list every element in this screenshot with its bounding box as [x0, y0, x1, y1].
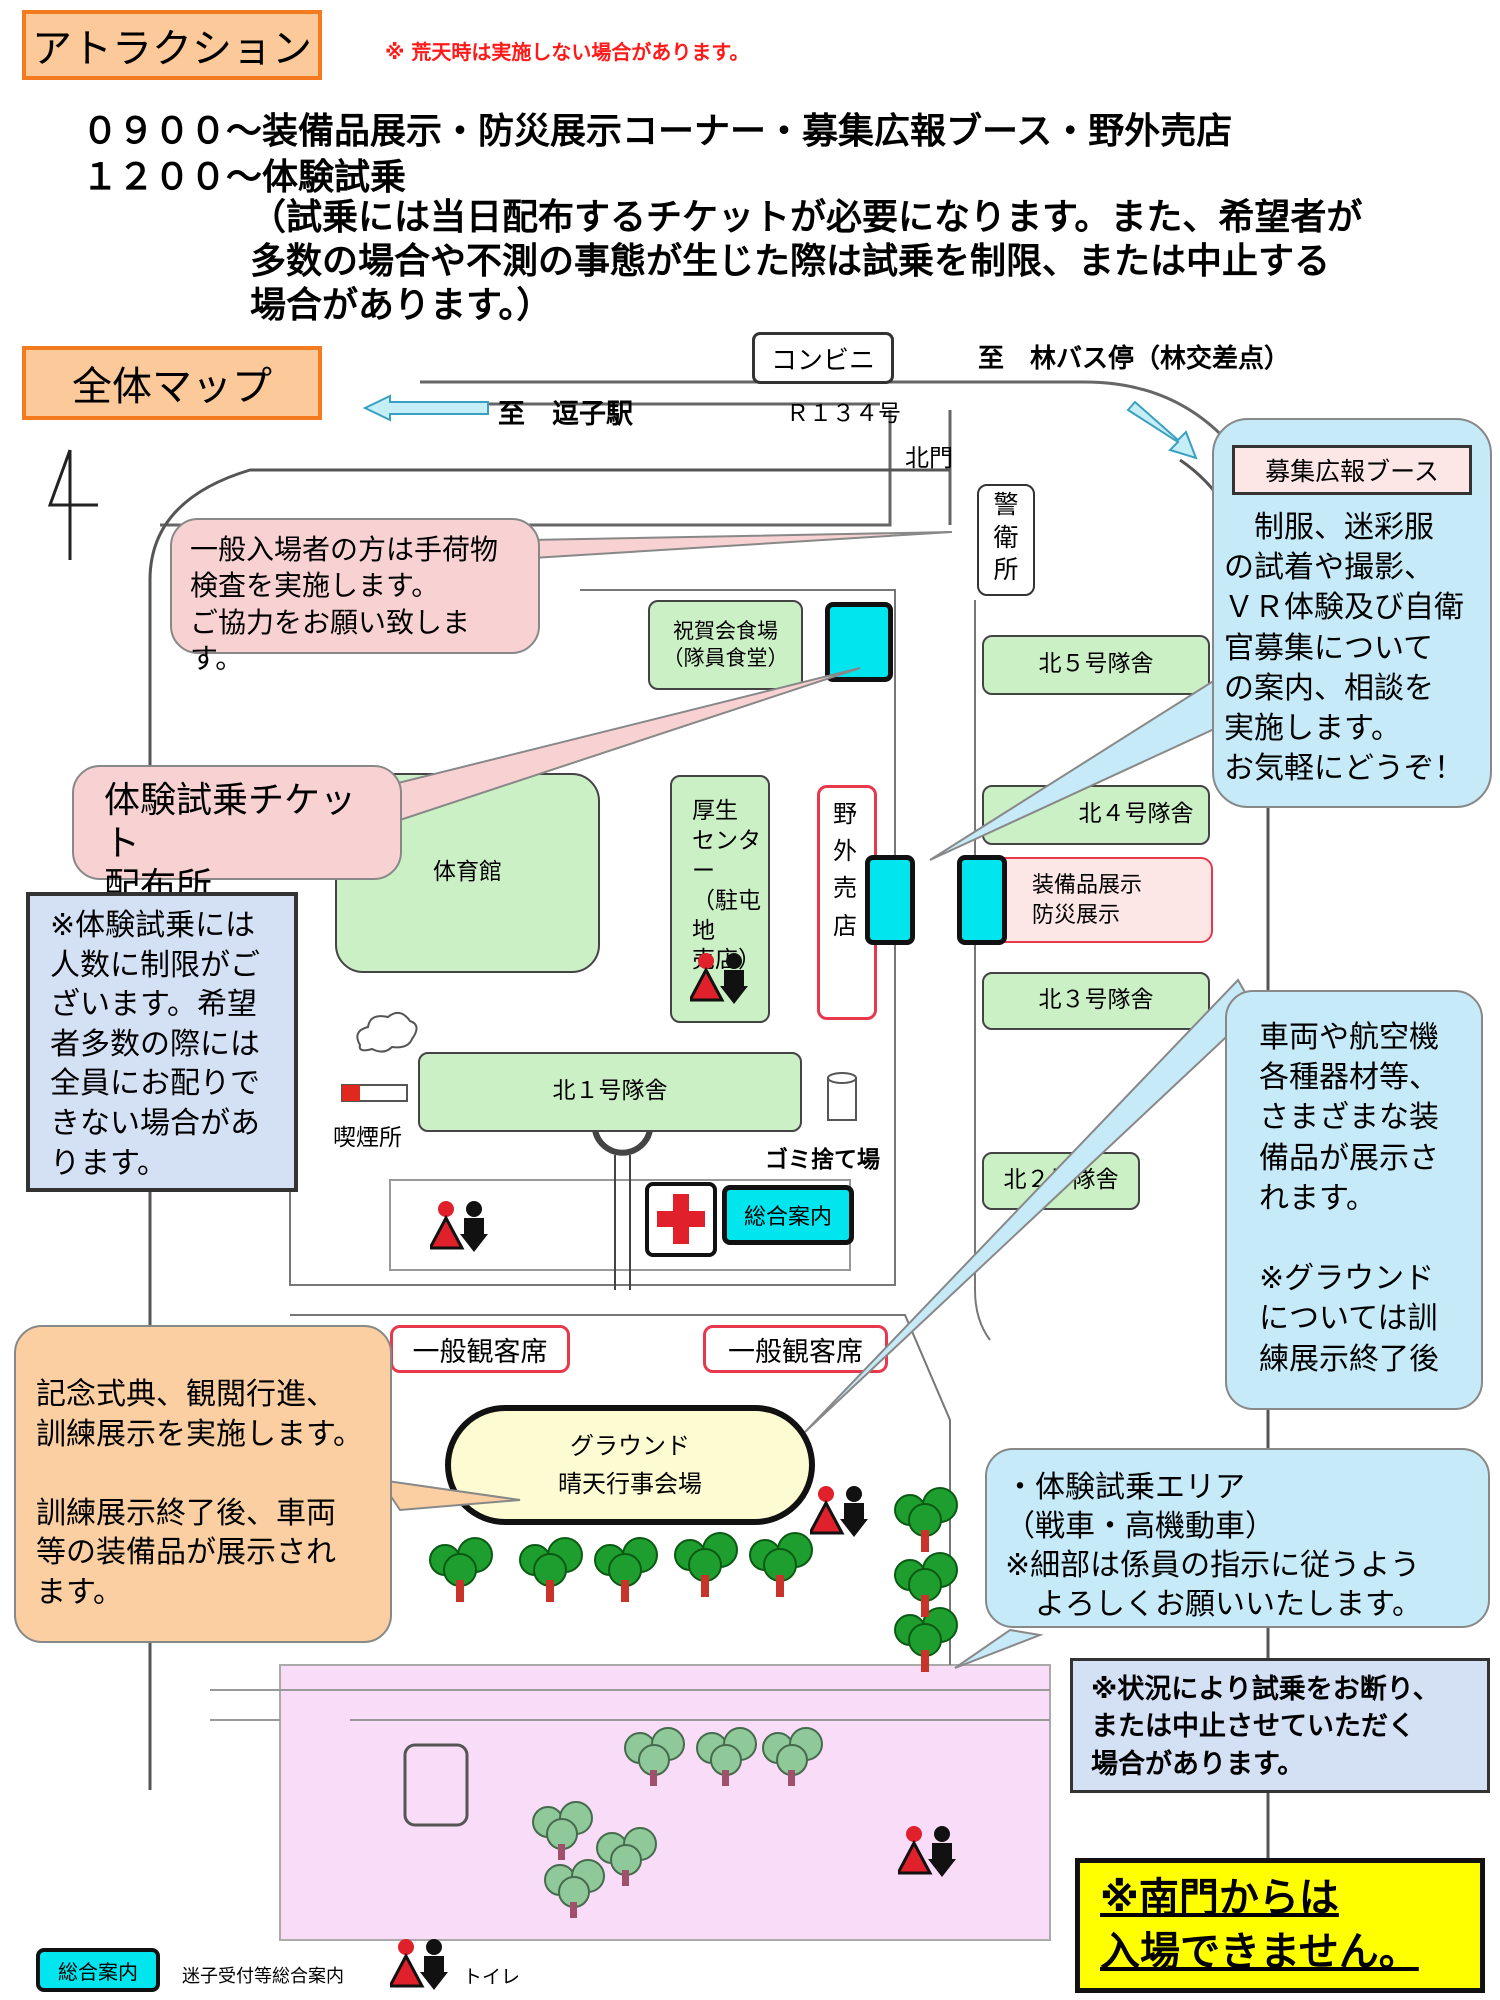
attraction-tab-label: アトラクション: [32, 26, 312, 72]
ticket-booth: [825, 602, 893, 682]
garbage-label: ゴミ捨て場: [765, 1147, 880, 1173]
north-1-barracks: 北１号隊舎: [418, 1052, 802, 1132]
welfare-center: 厚生 センター （駐屯地 売店）: [670, 775, 770, 1023]
recruit-booth-body: 制服、迷彩服 の試着や撮影、 ＶＲ体験及び自衛 官募集について の案内、相談を …: [1224, 510, 1464, 787]
legend-toilet-icon: [390, 1938, 450, 1998]
perimeter-west: [148, 468, 950, 1790]
outdoor-shop-booth: [865, 855, 915, 945]
baggage-check-callout: 一般入場者の方は手荷物 検査を実施します。 ご協力をお願い致します。: [170, 518, 540, 675]
recruit-booth-title: 募集広報ブース: [1232, 445, 1472, 495]
banquet-hall: 祝賀会食場 （隊員食堂）: [648, 600, 803, 690]
info-center: 総合案内: [722, 1185, 854, 1245]
cigarette-icon: [341, 1011, 418, 1102]
spectator-seats-2: 一般観客席: [703, 1325, 888, 1373]
north-5-barracks: 北５号隊舎: [982, 635, 1210, 695]
ceremony-callout: 記念式典、観閲行進、 訓練展示を実施します。 訓練展示終了後、車両 等の装備品が…: [14, 1325, 392, 1643]
to-bus-stop-label: 至 林バス停（林交差点）: [978, 344, 1291, 374]
legend-info-badge: 総合案内: [36, 1948, 160, 1992]
schedule-line-2: １２００～体験試乗: [82, 157, 407, 198]
smoking-area-label: 喫煙所: [333, 1125, 402, 1151]
convenience-store: コンビニ: [752, 332, 894, 384]
parade-ground: グラウンド 晴天行事会場: [445, 1405, 815, 1525]
refuse-note: ※状況により試乗をお断り、 または中止させていただく 場合があります。: [1070, 1658, 1490, 1793]
first-aid-icon: [645, 1182, 717, 1257]
attraction-tab: アトラクション: [22, 10, 322, 80]
map-tab-label: 全体マップ: [72, 364, 272, 410]
ticket-limit-note: ※体験試乗には 人数に制限がご ざいます。希望 者多数の際には 全員にお配りで …: [26, 892, 298, 1192]
toilet-icon: [690, 952, 750, 1012]
toilet-icon: [810, 1485, 870, 1545]
north-3-barracks: 北３号隊舎: [982, 972, 1210, 1030]
map-tab: 全体マップ: [22, 346, 322, 420]
schedule-note: （試乗には当日配布するチケットが必要になります。また、希望者が 多数の場合や不測…: [250, 197, 1363, 326]
to-zushi-label: 至 逗子駅: [498, 399, 633, 430]
ticket-callout: 体験試乗チケット 配布所: [72, 765, 402, 907]
equipment-display: 装備品展示 防災展示: [988, 857, 1213, 943]
legend-toilet-desc: トイレ: [463, 1966, 521, 1988]
toilet-icon: [430, 1200, 490, 1260]
ground-sublabel: 晴天行事会場: [558, 1470, 702, 1498]
ride-area-callout: ・体験試乗エリア （戦車・高機動車） ※細部は係員の指示に従うよう よろしくお願…: [985, 1448, 1490, 1628]
north-gate-label: 北門: [905, 444, 953, 472]
schedule-line-1: ０９００～装備品展示・防災展示コーナー・募集広報ブース・野外売店: [82, 111, 1233, 152]
equipment-callout: 車両や航空機 各種器材等、 さまざまな装 備品が展示さ れます。 ※グラウンド …: [1225, 990, 1483, 1410]
route-label: Ｒ１３４号: [786, 401, 901, 427]
trash-can-icon: [827, 1072, 857, 1121]
ground-label: グラウンド: [570, 1431, 690, 1460]
south-gate-warning: ※南門からは 入場できません。: [1075, 1858, 1485, 1993]
equipment-booth: [957, 855, 1007, 945]
weather-note: ※ 荒天時は実施しない場合があります。: [385, 40, 750, 64]
toilet-icon: [898, 1825, 958, 1885]
legend-info-desc: 迷子受付等総合案内: [182, 1966, 344, 1987]
ride-area: [279, 1664, 1051, 1941]
diagonal-arrow-icon: [1126, 400, 1198, 460]
spectator-seats-1: 一般観客席: [390, 1325, 570, 1373]
recruit-booth-callout: 募集広報ブース 制服、迷彩服 の試着や撮影、 ＶＲ体験及び自衛 官募集について …: [1212, 418, 1492, 808]
guard-post: 警 衛 所: [977, 484, 1035, 596]
north-arrow-icon: [47, 449, 98, 560]
left-arrow-icon: [362, 394, 489, 422]
